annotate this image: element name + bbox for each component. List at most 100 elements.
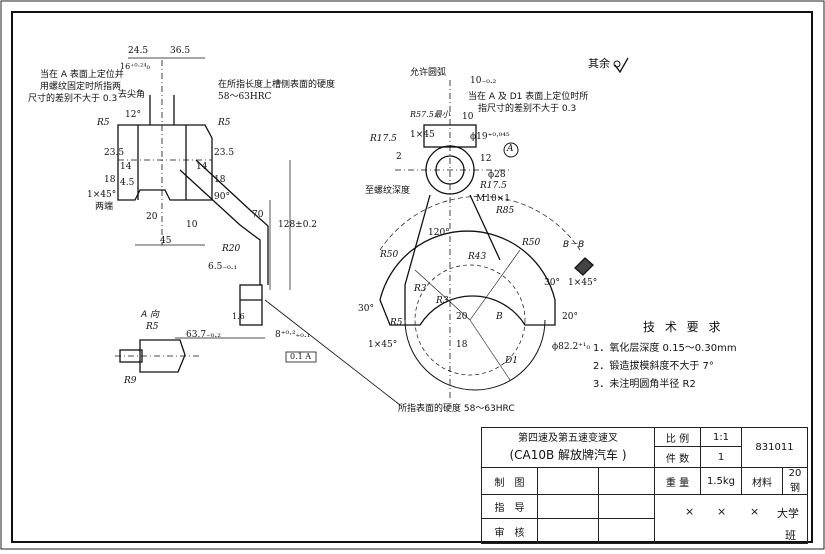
weight-label: 重 量 bbox=[654, 467, 701, 495]
dim-r85: R85 bbox=[496, 206, 515, 216]
dim-45: 45 bbox=[160, 236, 172, 246]
checked-date bbox=[598, 494, 655, 519]
school-cell: × × × 大学 班 bbox=[654, 494, 808, 544]
dim-63-7: 63.7₋₀.₂ bbox=[186, 330, 221, 340]
scale-value: 1:1 bbox=[700, 427, 742, 447]
roughness-rest-label: 其余 bbox=[588, 57, 610, 70]
fork-pitch-circle bbox=[414, 264, 526, 376]
fork-inner-arc bbox=[404, 319, 546, 391]
dim-36-5: 36.5 bbox=[170, 46, 191, 56]
note-left-line2: 用螺纹固定时所指两 bbox=[40, 82, 122, 92]
fork-outline bbox=[379, 230, 556, 326]
note-hardness-bottom: 所指表面的硬度 58～63HRC bbox=[398, 404, 515, 414]
checked-sign bbox=[537, 494, 599, 519]
dim-2: 2 bbox=[396, 152, 402, 162]
dim-1x45: 1×45 bbox=[410, 130, 435, 140]
slot-lines bbox=[149, 95, 175, 125]
dim-phi82-2: ϕ82.2⁺¹₀ bbox=[552, 342, 591, 352]
left-boss-outline bbox=[117, 124, 213, 201]
dim-14-a: 14 bbox=[120, 162, 132, 172]
note-deburr: 去尖角 bbox=[118, 90, 146, 100]
dim-r3-a: R3 bbox=[414, 284, 427, 294]
dim-r5-a: R5 bbox=[97, 118, 110, 128]
dim-4-5: 4.5 bbox=[120, 178, 135, 188]
dim-30deg-a: 30° bbox=[358, 304, 374, 314]
requirements-title: 技 术 要 求 bbox=[643, 320, 724, 334]
dim-section-chamfer: 1×45° bbox=[568, 278, 598, 288]
radial-line bbox=[469, 249, 521, 321]
approved-label: 审 核 bbox=[481, 518, 538, 544]
approved-sign bbox=[537, 518, 599, 544]
dim-20: 20 bbox=[146, 212, 158, 222]
right-view-geometry bbox=[379, 80, 594, 400]
dim-30deg-b: 30° bbox=[544, 278, 560, 288]
drawn-date bbox=[598, 467, 655, 495]
vehicle-model: (CA10B 解放牌汽车 ) bbox=[509, 448, 627, 462]
left-view-geometry bbox=[115, 57, 401, 406]
drawn-label: 制 图 bbox=[481, 467, 538, 495]
note-both-ends: 两端 bbox=[95, 202, 114, 212]
section-bb-label: B－B bbox=[563, 240, 585, 250]
note-right-line1: 当在 A 及 D1 表面上定位时所 bbox=[468, 92, 589, 102]
roughness-circle bbox=[613, 60, 621, 68]
tolerance-value: 0.1 A bbox=[290, 352, 312, 361]
dim-18-b: 18 bbox=[214, 175, 226, 185]
a-view-part bbox=[139, 339, 186, 373]
dim-r50-b: R50 bbox=[522, 238, 541, 248]
roughness-symbol bbox=[614, 57, 629, 74]
radial-line bbox=[469, 319, 511, 381]
dim-10-vert: 10 bbox=[462, 112, 474, 122]
note-left-line3: 尺寸的差别不大于 0.3 bbox=[28, 94, 118, 104]
tolerance-frame bbox=[285, 351, 317, 363]
title-block: 第四速及第五速变速叉 (CA10B 解放牌汽车 ) 比 例 1:1 831011… bbox=[481, 427, 808, 544]
dim-1-6: 1.6 bbox=[232, 312, 245, 321]
dim-24-5: 24.5 bbox=[128, 46, 149, 56]
dim-r17-5-a: R17.5 bbox=[370, 134, 397, 144]
dim-23-5-b: 23.5 bbox=[214, 148, 235, 158]
section-b-mark: B bbox=[496, 312, 503, 322]
note-left-line1: 当在 A 表面上定位并 bbox=[40, 70, 124, 80]
note-right-line2: 指尺寸的差别不大于 0.3 bbox=[478, 104, 577, 114]
school-x2: × bbox=[717, 505, 727, 518]
fork-arm bbox=[179, 159, 269, 285]
dim-16: 16⁺⁰·²⁴₀ bbox=[120, 62, 150, 71]
dim-18-right: 18 bbox=[456, 340, 468, 350]
r85-arc bbox=[379, 195, 581, 251]
dim-23-5-a: 23.5 bbox=[104, 148, 125, 158]
dim-12: 12 bbox=[480, 154, 492, 164]
dim-120deg: 120° bbox=[428, 228, 450, 238]
scale-label: 比 例 bbox=[654, 427, 701, 447]
dim-10: 10 bbox=[186, 220, 198, 230]
note-groove-line1: 在所指长度上槽侧表面的硬度 bbox=[218, 80, 336, 90]
material-value: 20 钢 bbox=[782, 467, 808, 495]
dim-r43: R43 bbox=[468, 252, 487, 262]
dim-8: 8⁺⁰·²₊₀.₁ bbox=[275, 330, 311, 340]
dim-r50-a: R50 bbox=[380, 250, 399, 260]
note-allow-arc: 允许圆弧 bbox=[410, 68, 447, 78]
school-x3: × bbox=[750, 505, 760, 518]
dim-r5-b: R5 bbox=[218, 118, 231, 128]
dim-r9: R9 bbox=[124, 376, 137, 386]
view-a-label: A 向 bbox=[141, 310, 160, 320]
dim-r5-c: R5 bbox=[146, 322, 159, 332]
requirement-item: 2．锻造拔模斜度不大于 7° bbox=[593, 361, 714, 372]
dim-20deg: 20° bbox=[562, 312, 578, 322]
leader-line bbox=[264, 299, 401, 406]
dim-14-b: 14 bbox=[196, 162, 208, 172]
school-x1: × bbox=[685, 505, 695, 518]
class-name: 班 bbox=[785, 529, 796, 542]
dim-12deg: 12° bbox=[125, 110, 141, 120]
approved-date bbox=[598, 518, 655, 544]
requirement-item: 1．氧化层深度 0.15～0.30mm bbox=[593, 343, 737, 354]
dim-r5-right: R5 bbox=[390, 318, 403, 328]
fork-arm-right bbox=[404, 194, 501, 320]
qty-value: 1 bbox=[700, 446, 742, 468]
dim-d1: D1 bbox=[505, 356, 518, 366]
qty-label: 件 数 bbox=[654, 446, 701, 468]
dim-90deg: 90° bbox=[214, 192, 230, 202]
datum-a-circle bbox=[503, 142, 519, 158]
dim-18-a: 18 bbox=[104, 175, 116, 185]
